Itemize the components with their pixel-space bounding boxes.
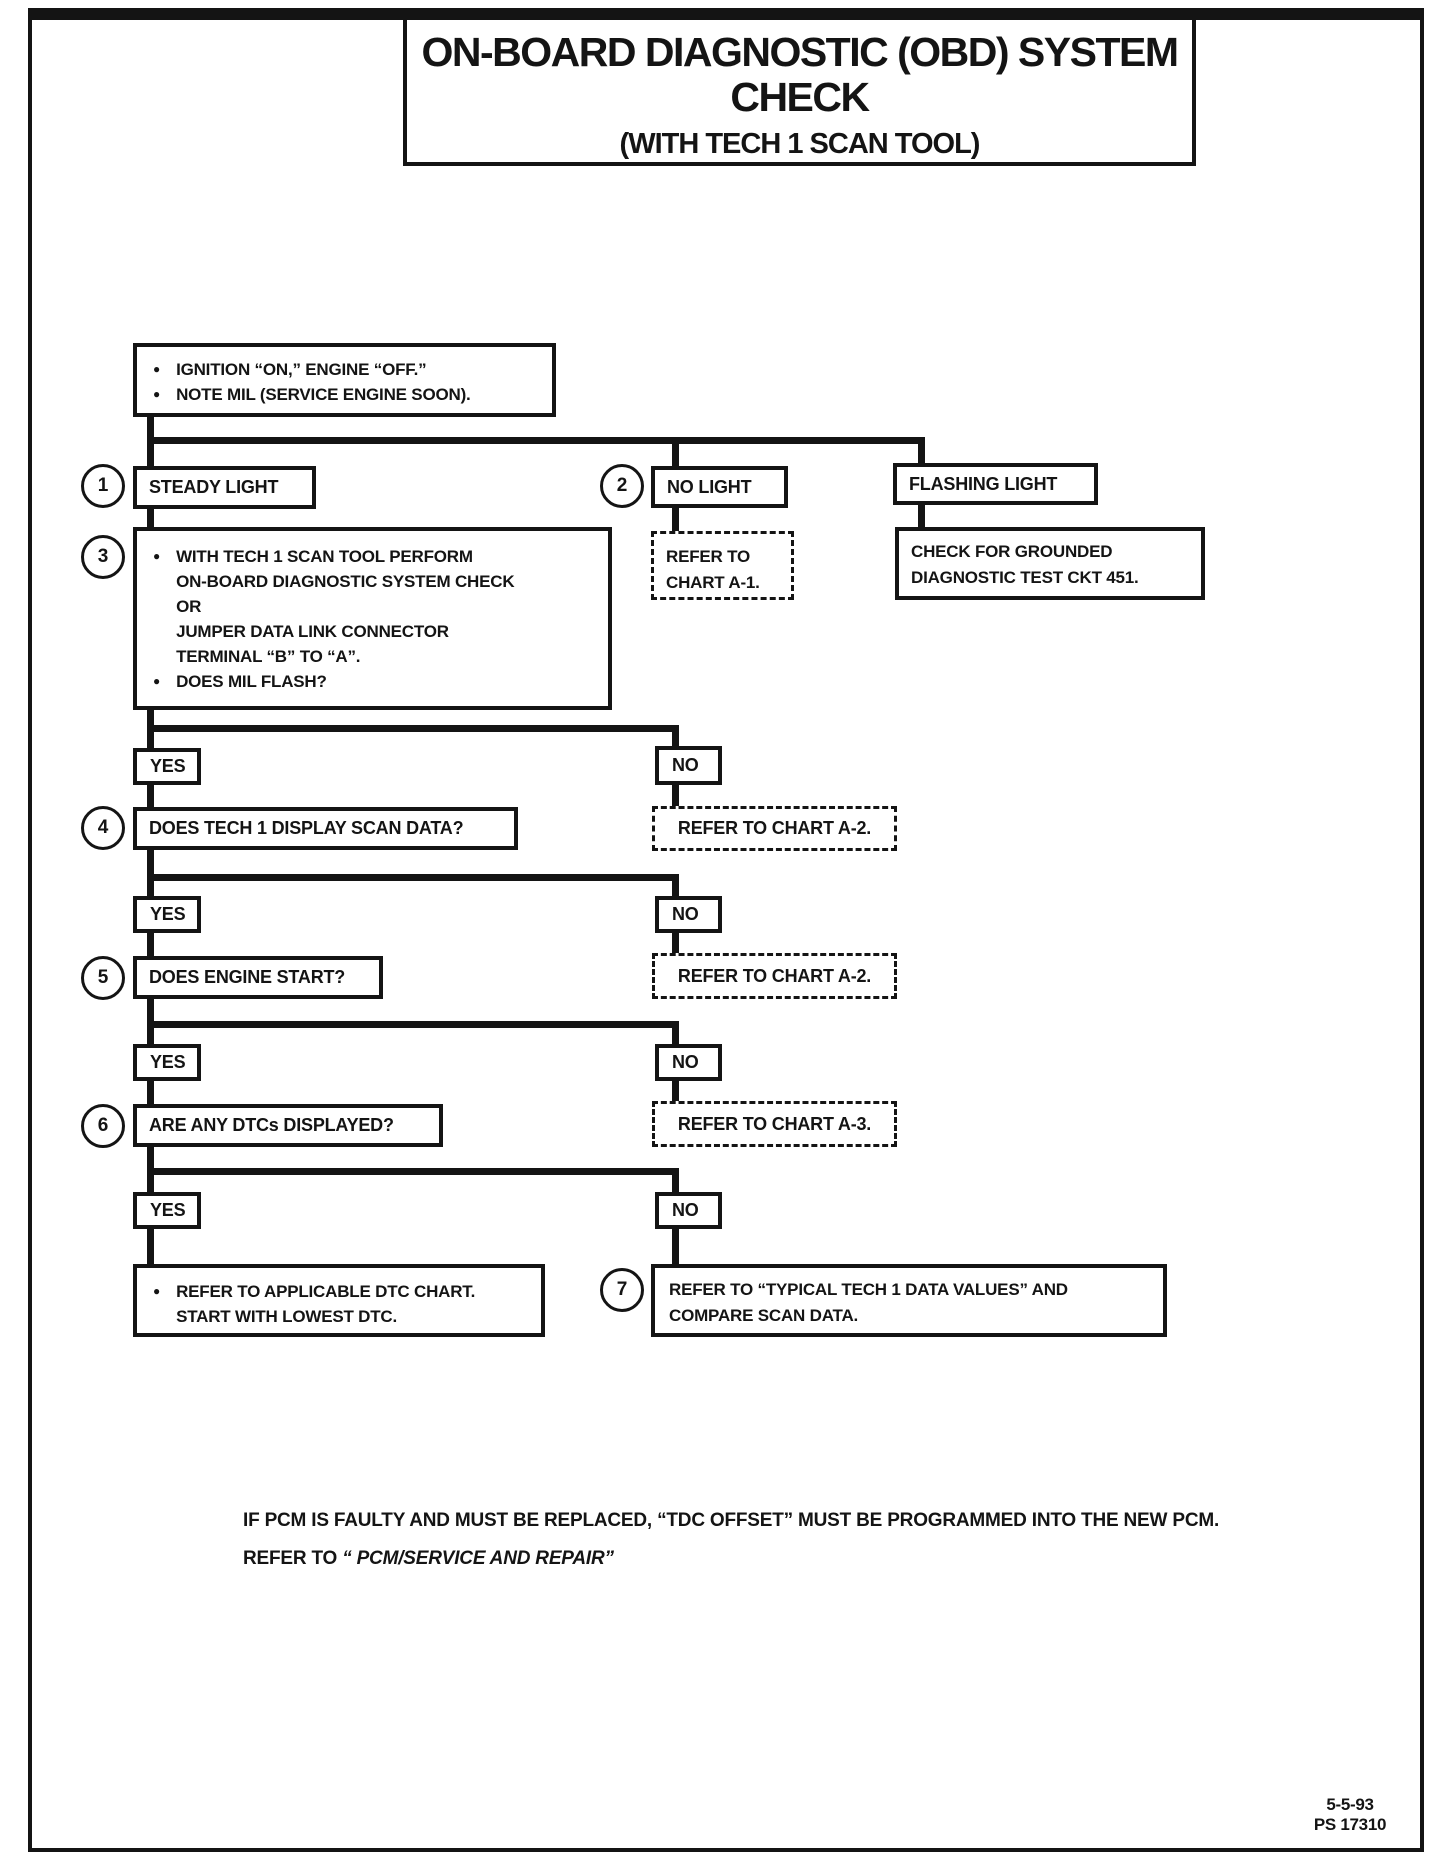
step7-line-1: REFER TO “TYPICAL TECH 1 DATA VALUES” AN… (669, 1280, 1068, 1299)
step3-bullet-1-text: WITH TECH 1 SCAN TOOL PERFORM ON-BOARD D… (176, 544, 515, 669)
footer-note-line-1: IF PCM IS FAULTY AND MUST BE REPLACED, “… (243, 1510, 1220, 1531)
step-number-1: 1 (81, 464, 125, 508)
connector-line (918, 503, 925, 530)
connector-line (147, 874, 679, 881)
connector-line (672, 1228, 679, 1266)
step3-line-4: JUMPER DATA LINK CONNECTOR (176, 622, 449, 641)
connector-line (147, 1228, 154, 1266)
refer-a1-line-2: CHART A-1. (666, 573, 760, 592)
grounded-circuit-box: CHECK FOR GROUNDED DIAGNOSTIC TEST CKT 4… (895, 527, 1205, 600)
refer-chart-a1-box: REFER TO CHART A-1. (651, 531, 794, 600)
dtc-text: REFER TO APPLICABLE DTC CHART. START WIT… (176, 1279, 475, 1329)
yes-box-4: YES (133, 1192, 201, 1229)
step3-bullet-2-text: DOES MIL FLASH? (176, 672, 327, 691)
start-bullet-2-text: NOTE MIL (SERVICE ENGINE SOON). (176, 385, 471, 404)
step3-line-5: TERMINAL “B” TO “A”. (176, 647, 361, 666)
connector-line (147, 783, 154, 809)
start-bullet-1-text: IGNITION “ON,” ENGINE “OFF.” (176, 360, 427, 379)
dtc-line-2: START WITH LOWEST DTC. (176, 1307, 398, 1326)
no-box-3: NO (655, 1044, 722, 1081)
no-box-2: NO (655, 896, 722, 933)
connector-line (672, 1168, 679, 1194)
step-number-4: 4 (81, 806, 125, 850)
revision-date: 5-5-93 (1326, 1795, 1374, 1814)
no-box-4: NO (655, 1192, 722, 1229)
connector-line (672, 725, 679, 750)
bullet-icon: ● (153, 674, 161, 688)
connector-line (147, 725, 679, 732)
connector-line (147, 507, 154, 530)
start-bullet-row-1: ● IGNITION “ON,” ENGINE “OFF.” (137, 357, 552, 382)
bullet-icon: ● (153, 549, 161, 563)
refer-chart-a2-box-2: REFER TO CHART A-2. (652, 953, 897, 999)
yes-box-2: YES (133, 896, 201, 933)
footer-note: IF PCM IS FAULTY AND MUST BE REPLACED, “… (243, 1502, 1223, 1578)
step3-box: ● WITH TECH 1 SCAN TOOL PERFORM ON-BOARD… (133, 527, 612, 710)
connector-line (672, 931, 679, 955)
step-number-7: 7 (600, 1268, 644, 1312)
footer-note-line-2: REFER TO “ PCM/SERVICE AND REPAIR” (243, 1540, 1223, 1578)
step3-line-1: WITH TECH 1 SCAN TOOL PERFORM (176, 547, 473, 566)
yes-box-1: YES (133, 748, 201, 785)
document-number: PS 17310 (1313, 1815, 1387, 1834)
dtc-bullet-row: ● REFER TO APPLICABLE DTC CHART. START W… (137, 1279, 541, 1329)
connector-line (672, 874, 679, 898)
page-subtitle: (WITH TECH 1 SCAN TOOL) (619, 128, 981, 160)
document-id-block: 5-5-93 PS 17310 (1295, 1795, 1405, 1835)
connector-line (672, 783, 679, 809)
connector-line (672, 1021, 679, 1047)
step3-bullet-row-1: ● WITH TECH 1 SCAN TOOL PERFORM ON-BOARD… (137, 544, 608, 669)
dtc-line-1: REFER TO APPLICABLE DTC CHART. (176, 1282, 476, 1301)
bullet-icon: ● (153, 1284, 161, 1298)
refer-chart-a3-box: REFER TO CHART A-3. (652, 1101, 897, 1147)
footer-note-line2-reference: “ PCM/SERVICE AND REPAIR” (342, 1548, 614, 1569)
yes-box-3: YES (133, 1044, 201, 1081)
step-number-2: 2 (600, 464, 644, 508)
grounded-line-2: DIAGNOSTIC TEST CKT 451. (911, 568, 1139, 587)
bullet-icon: ● (153, 387, 161, 401)
steady-light-box: STEADY LIGHT (133, 466, 316, 509)
connector-line (147, 931, 154, 958)
title-block: ON-BOARD DIAGNOSTIC (OBD) SYSTEM CHECK (… (403, 20, 1196, 166)
step-number-6: 6 (81, 1104, 125, 1148)
step4-box: DOES TECH 1 DISPLAY SCAN DATA? (133, 807, 518, 850)
flashing-light-box: FLASHING LIGHT (893, 463, 1098, 505)
step-number-5: 5 (81, 956, 125, 1000)
no-box-1: NO (655, 746, 722, 785)
step7-box: REFER TO “TYPICAL TECH 1 DATA VALUES” AN… (651, 1264, 1167, 1337)
connector-line (147, 1168, 679, 1175)
connector-line (918, 437, 925, 466)
start-bullet-row-2: ● NOTE MIL (SERVICE ENGINE SOON). (137, 382, 552, 407)
refer-a1-line-1: REFER TO (666, 547, 751, 566)
step-number-3: 3 (81, 535, 125, 579)
grounded-line-1: CHECK FOR GROUNDED (911, 542, 1113, 561)
connector-line (147, 1080, 154, 1106)
connector-line (147, 1021, 679, 1028)
step7-line-2: COMPARE SCAN DATA. (669, 1306, 859, 1325)
connector-line (147, 437, 925, 444)
page-border (28, 8, 1424, 1852)
step3-bullet-row-2: ● DOES MIL FLASH? (137, 669, 608, 694)
start-box: ● IGNITION “ON,” ENGINE “OFF.” ● NOTE MI… (133, 343, 556, 417)
step3-line-2: ON-BOARD DIAGNOSTIC SYSTEM CHECK (176, 572, 515, 591)
step3-line-3: OR (176, 597, 202, 616)
step5-box: DOES ENGINE START? (133, 956, 383, 999)
connector-line (672, 437, 679, 469)
page-title-line2: CHECK (730, 74, 870, 120)
refer-chart-a2-box-1: REFER TO CHART A-2. (652, 806, 897, 851)
bullet-icon: ● (153, 362, 161, 376)
footer-note-line2-prefix: REFER TO (243, 1548, 343, 1569)
no-light-box: NO LIGHT (651, 466, 788, 508)
connector-line (672, 505, 679, 534)
step6-box: ARE ANY DTCs DISPLAYED? (133, 1104, 443, 1147)
connector-line (672, 1080, 679, 1103)
connector-line (147, 848, 154, 898)
dtc-chart-box: ● REFER TO APPLICABLE DTC CHART. START W… (133, 1264, 545, 1337)
page-title-line1: ON-BOARD DIAGNOSTIC (OBD) SYSTEM (421, 29, 1179, 75)
